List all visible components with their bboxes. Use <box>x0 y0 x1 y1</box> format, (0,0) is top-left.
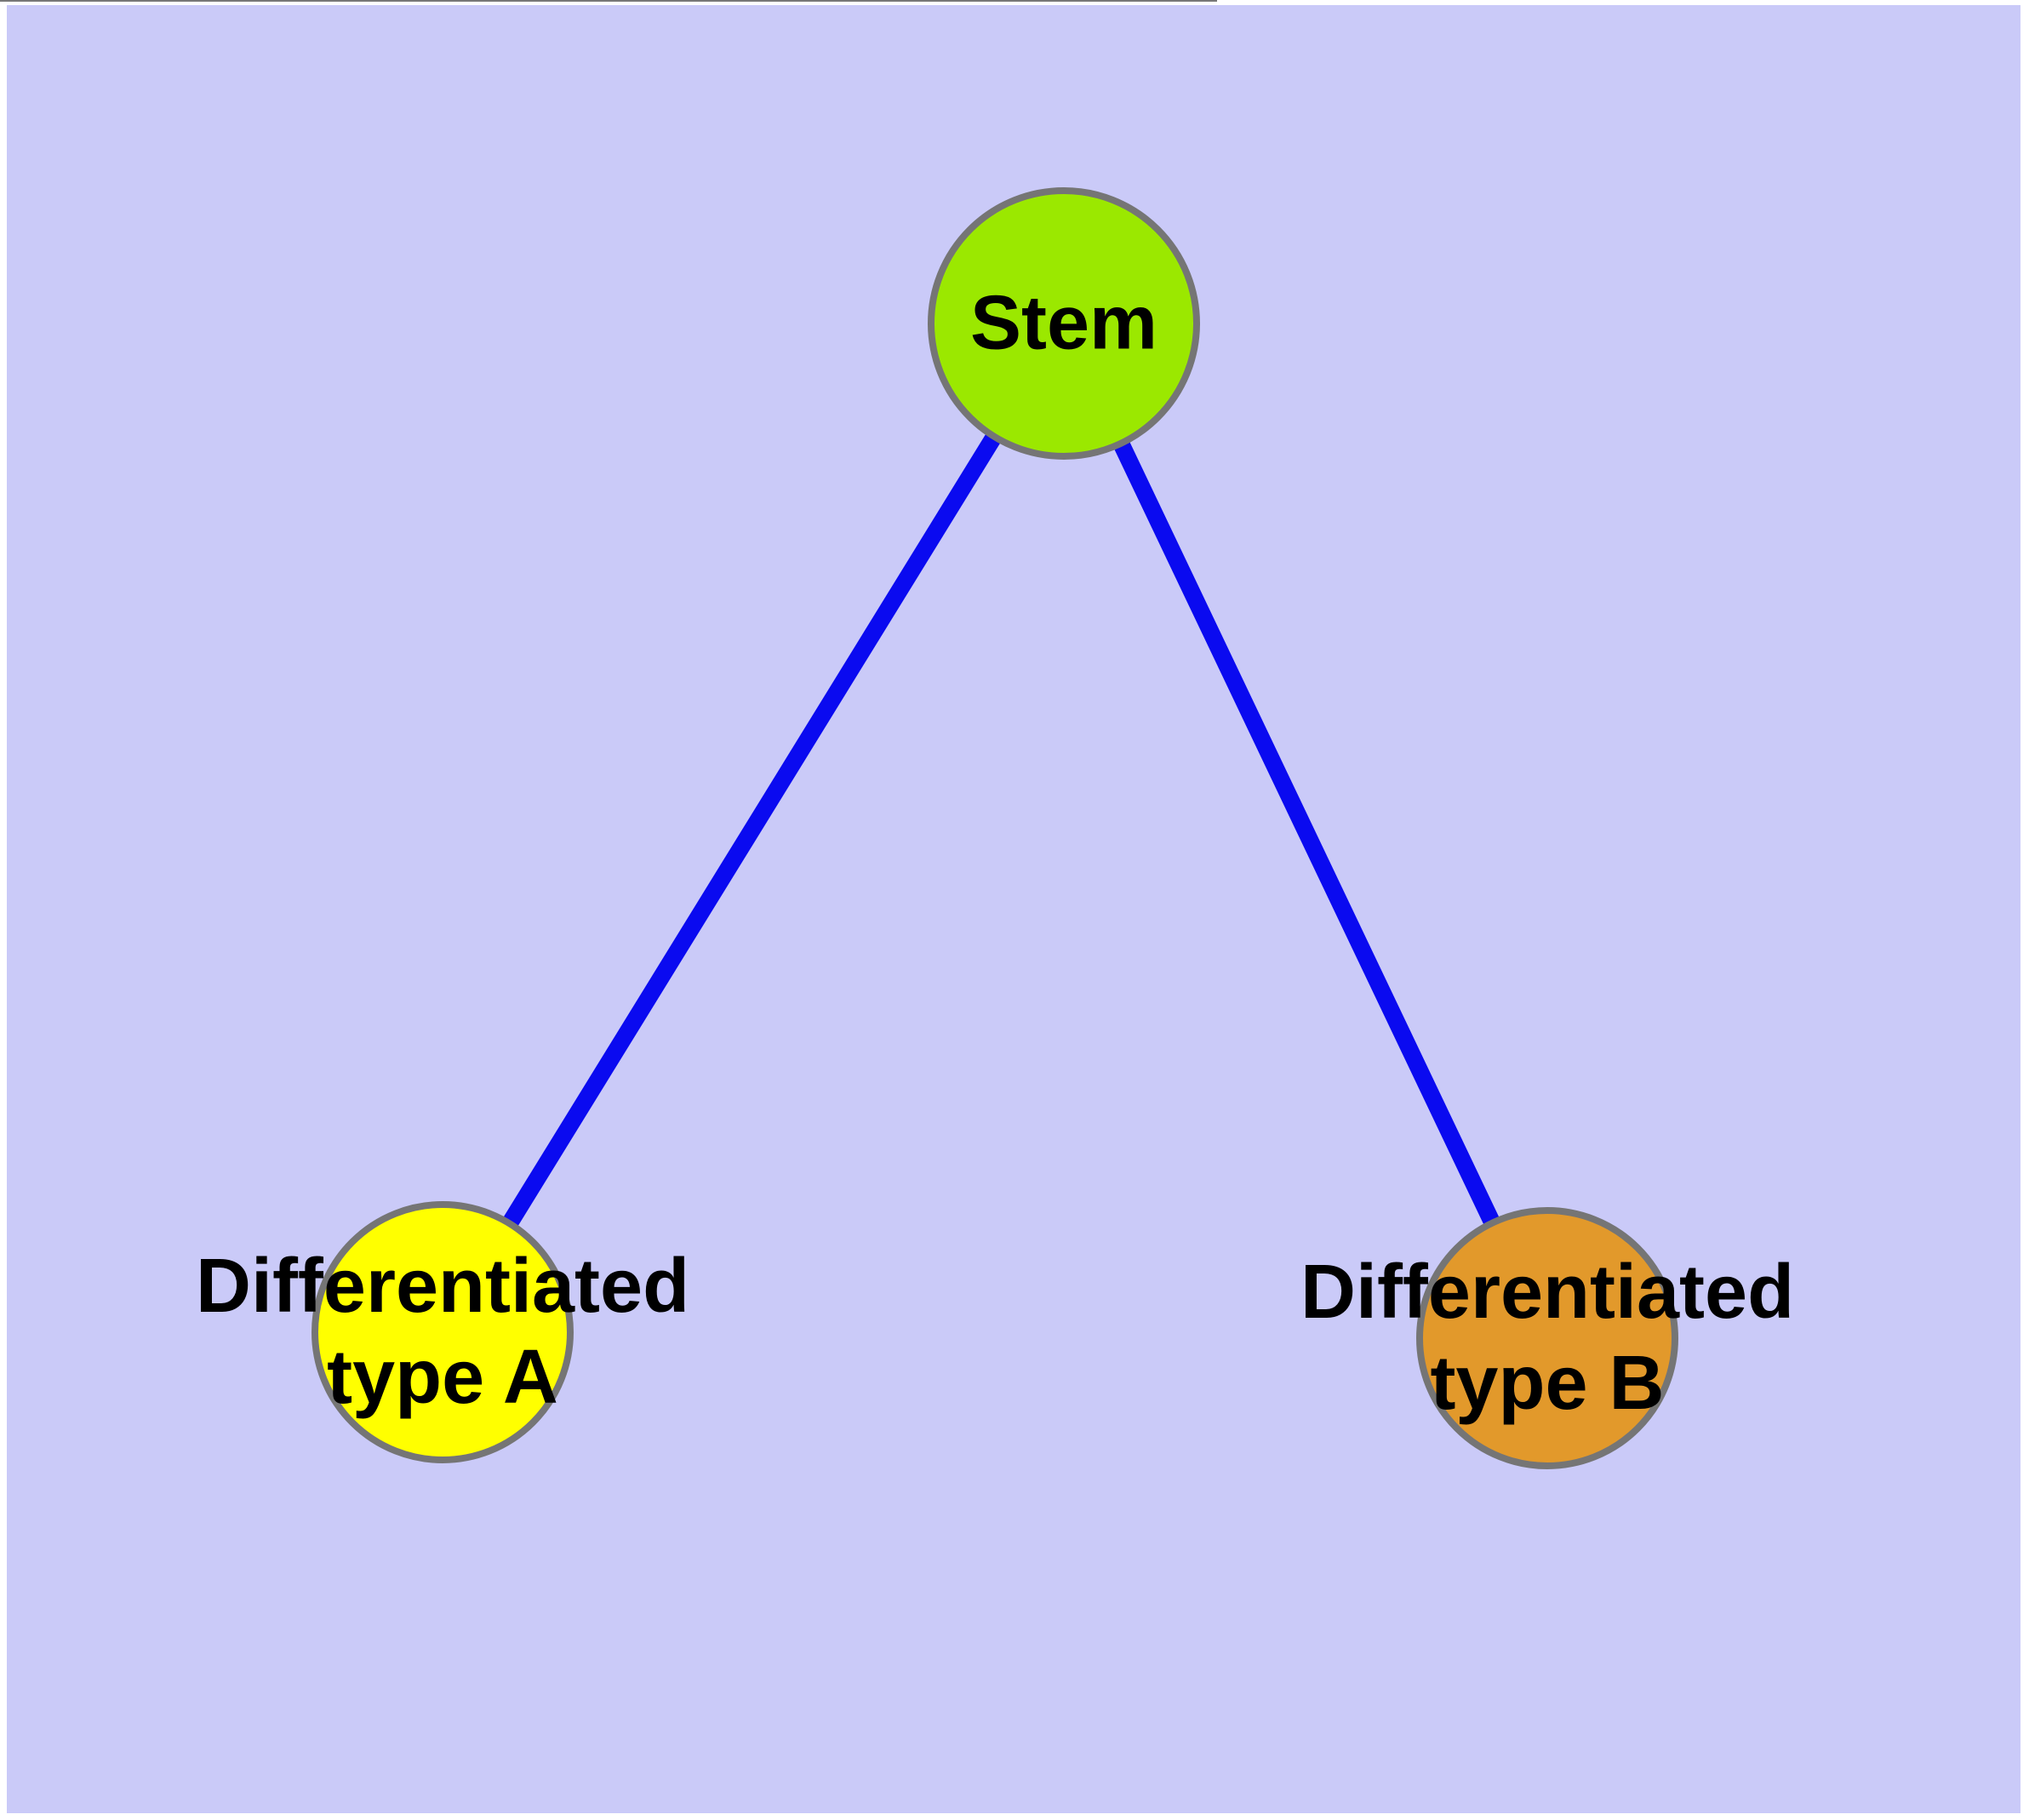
edge-stem-to-type-b <box>1055 319 1556 1342</box>
edge-stem-to-type-a <box>435 318 1072 1337</box>
top-edge-hairline <box>0 0 1217 2</box>
stem-circle <box>928 187 1200 460</box>
type-b-circle <box>1416 1207 1678 1469</box>
label-line: Differentiated <box>1300 1250 1795 1335</box>
stem-label: Stem <box>970 278 1157 369</box>
label-line: type A <box>327 1335 558 1420</box>
type-b-label: Differentiated type B <box>1300 1247 1794 1429</box>
label-line: Differentiated <box>195 1244 690 1329</box>
label-line: Stem <box>969 280 1158 366</box>
label-line: type B <box>1430 1341 1665 1426</box>
type-a-label: Differentiated type A <box>196 1241 689 1423</box>
type-a-circle <box>311 1201 574 1463</box>
